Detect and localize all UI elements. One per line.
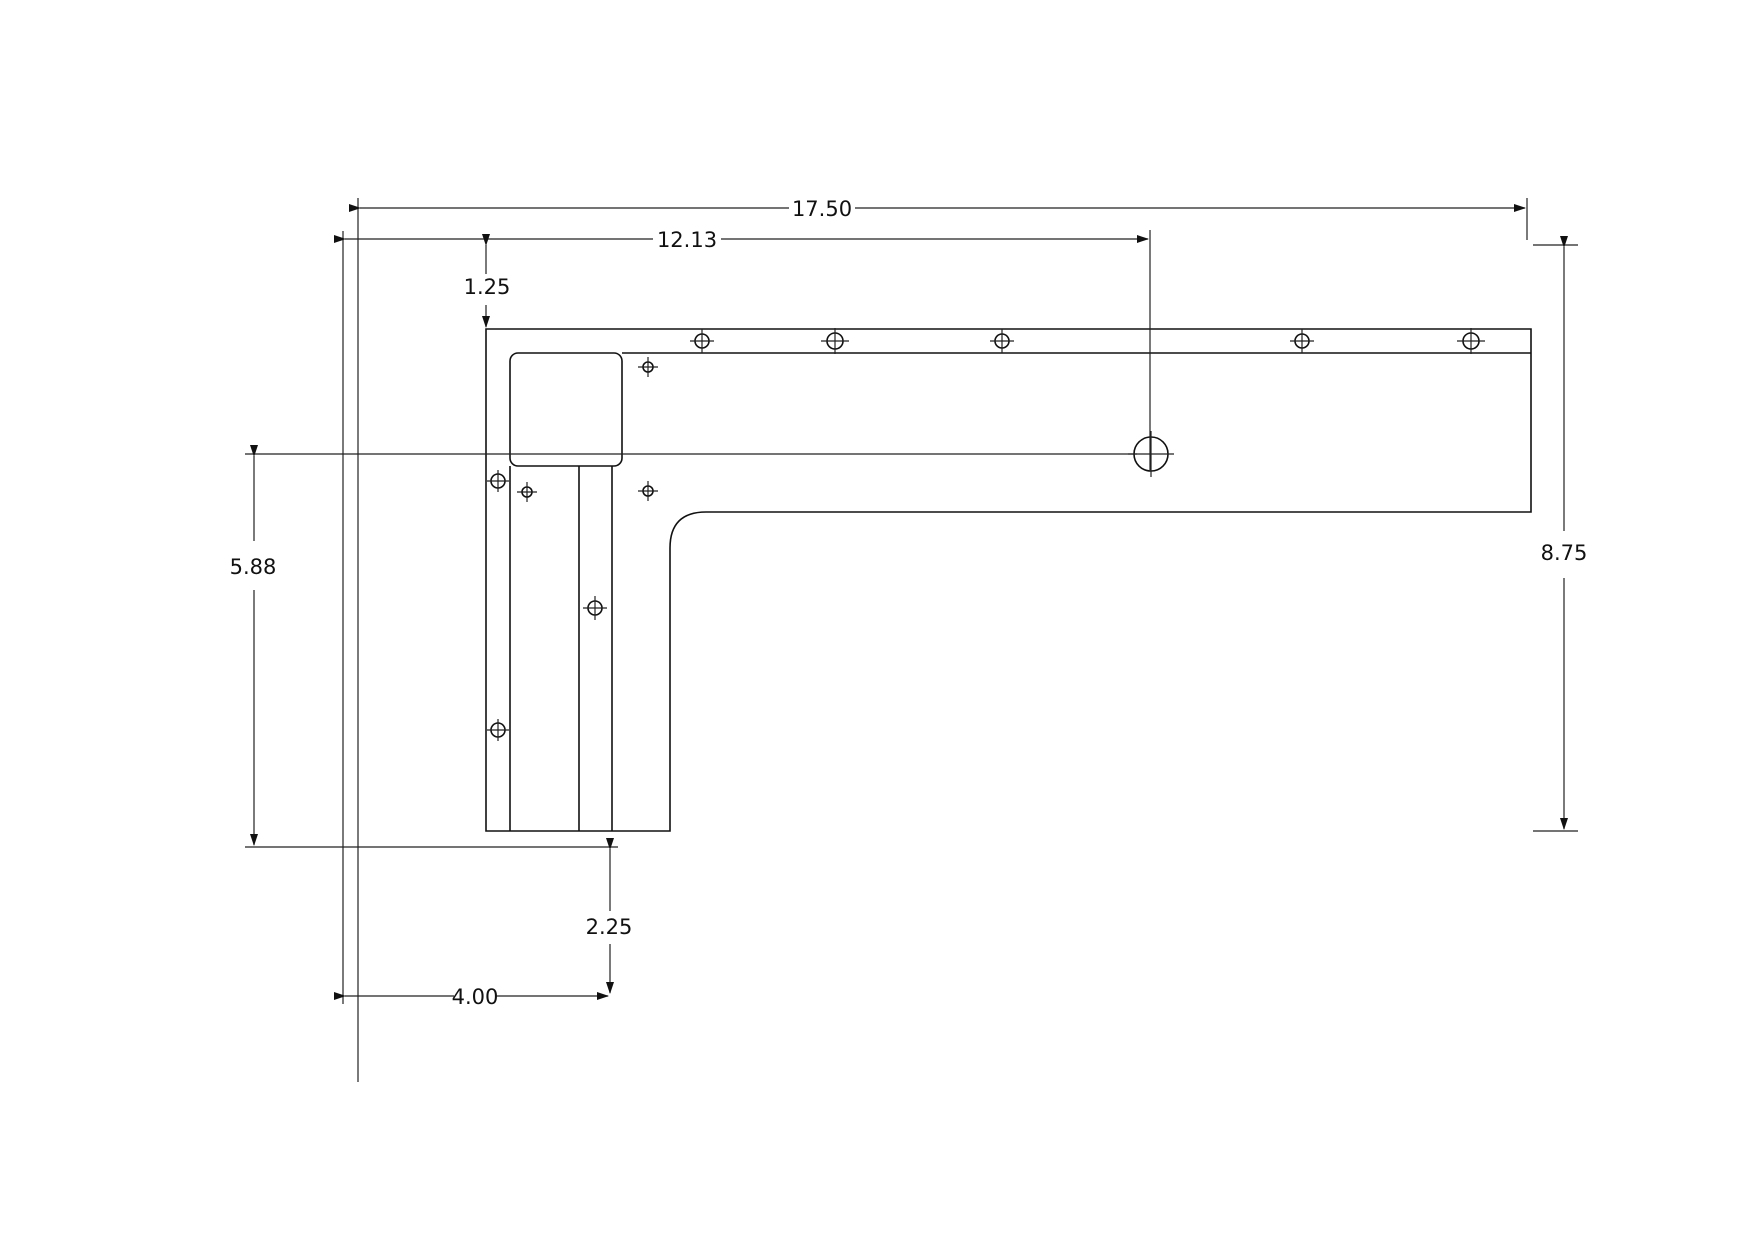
dimension-leg-offset: 4.00 xyxy=(334,985,609,1009)
dimension-label-leg-offset: 4.00 xyxy=(452,985,499,1009)
hole-left-2 xyxy=(517,482,537,502)
dimension-label-overall-width: 17.50 xyxy=(792,197,852,221)
dimension-hole-height: 5.88 xyxy=(230,445,277,846)
dimension-label-overall-height: 8.75 xyxy=(1541,541,1588,565)
hole-left-3 xyxy=(638,481,658,501)
dimension-label-bottom-offset: 2.25 xyxy=(586,915,633,939)
hole-middle xyxy=(583,596,607,620)
hole-top-5 xyxy=(1457,328,1485,354)
dimension-label-hole-height: 5.88 xyxy=(230,555,277,579)
hole-top-1 xyxy=(690,329,714,353)
dimension-label-hole-offset: 12.13 xyxy=(657,228,717,252)
extension-lines xyxy=(245,198,1578,1082)
hole-top-3 xyxy=(990,329,1014,353)
hole-left-1 xyxy=(487,470,509,492)
dimension-label-top-offset: 1.25 xyxy=(464,275,511,299)
dimension-bottom-offset: 2.25 xyxy=(586,838,633,994)
hole-top-2 xyxy=(821,328,849,354)
holes xyxy=(487,328,1485,741)
hole-top-4 xyxy=(1290,329,1314,353)
part-outline xyxy=(485,328,1532,832)
dimension-overall-height: 8.75 xyxy=(1541,236,1588,830)
dimension-hole-offset: 12.13 xyxy=(334,228,1149,252)
hole-upper-inner xyxy=(638,357,658,377)
hole-bottom-left xyxy=(487,719,509,741)
dimension-overall-width: 17.50 xyxy=(349,197,1526,221)
dimension-top-offset: 1.25 xyxy=(464,234,511,328)
